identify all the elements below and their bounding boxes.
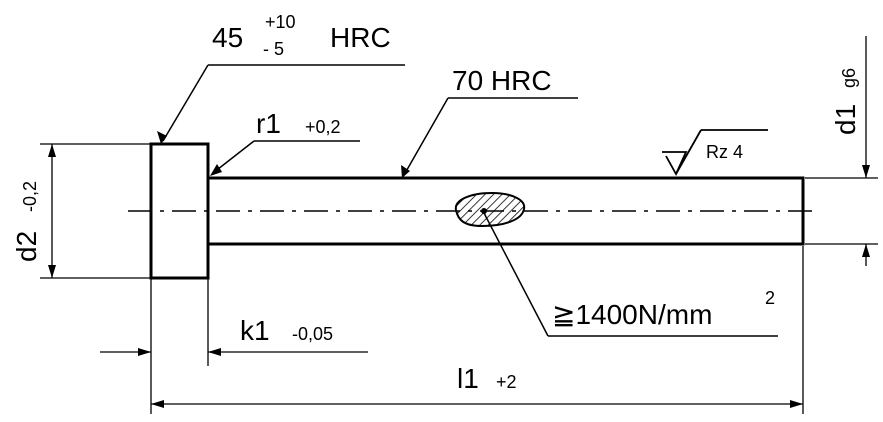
radius-label: r1 (256, 108, 281, 139)
strength-section (454, 191, 526, 228)
strength-label: ≧1400N/mm (552, 299, 712, 330)
dim-l1: l1 +2 (150, 246, 804, 414)
dim-d2-label: d2 (11, 231, 42, 262)
strength-sup: 2 (765, 288, 775, 308)
hardness-head-tol-minus: - 5 (263, 39, 284, 59)
dim-d1: d1 g6 (805, 36, 878, 266)
hatched-cross-section (454, 191, 526, 228)
hardness-head-value: 45 (212, 22, 243, 53)
pin-body (128, 142, 818, 280)
surface-finish-symbol: Rz 4 (662, 129, 768, 176)
dim-k1: k1 -0,05 (100, 244, 368, 366)
dim-d2-tol: -0,2 (20, 181, 40, 212)
strength-callout: ≧1400N/mm 2 (483, 212, 778, 337)
radius-tol: +0,2 (305, 117, 341, 137)
dim-d1-label: d1 (830, 104, 861, 135)
dim-k1-label: k1 (240, 315, 270, 346)
hardness-shaft-label: 70 HRC (452, 65, 552, 96)
surface-label: Rz 4 (706, 142, 743, 162)
dim-l1-tol: +2 (496, 372, 517, 392)
dim-d2: d2 -0,2 (11, 143, 151, 279)
hardness-head-unit: HRC (330, 22, 391, 53)
shaft-hardness-callout: 70 HRC (401, 65, 578, 178)
head-hardness-callout: 45 +10 - 5 HRC (157, 12, 405, 144)
hardness-head-tol-plus: +10 (265, 12, 296, 32)
dim-k1-tol: -0,05 (292, 324, 333, 344)
dim-d1-tol: g6 (839, 68, 859, 88)
section-dot (481, 208, 487, 214)
dim-l1-label: l1 (457, 363, 479, 394)
radius-callout: r1 +0,2 (210, 108, 360, 176)
